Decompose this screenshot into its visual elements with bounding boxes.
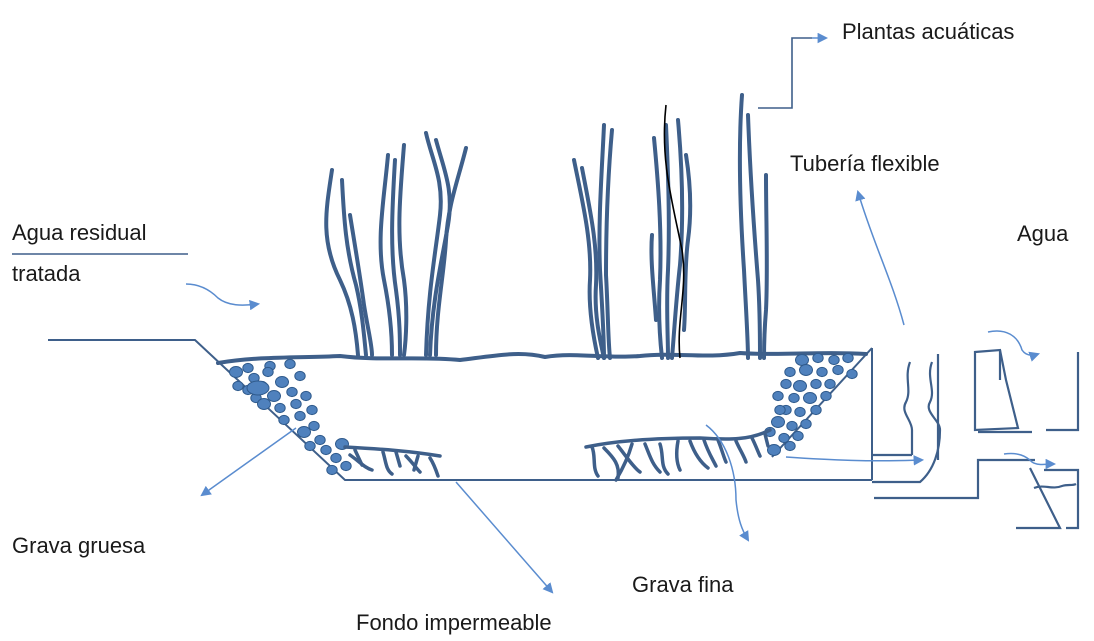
gravel-pebble xyxy=(817,367,827,376)
gravel-pebble xyxy=(829,355,839,364)
gravel-pebble xyxy=(785,367,795,376)
gravel-pebble xyxy=(785,441,795,450)
gravel-pebble xyxy=(307,405,317,414)
gravel-pebble xyxy=(833,365,843,374)
gravel-pebble xyxy=(793,431,803,440)
water-surface-line xyxy=(218,353,866,363)
gravel-pebble xyxy=(775,405,785,414)
gravel-pebble xyxy=(276,377,289,388)
arrow-tuberia xyxy=(858,192,904,325)
gravel-pebble xyxy=(295,411,305,420)
label-grava-fina: Grava fina xyxy=(632,574,734,596)
roots-left xyxy=(345,447,440,476)
gravel-pebble xyxy=(321,445,331,454)
gravel-pebble xyxy=(301,391,311,400)
gravel-pebble xyxy=(243,363,253,372)
gravel-pebble xyxy=(327,465,337,474)
coarse-gravel-left xyxy=(230,359,352,474)
gravel-pebble xyxy=(804,393,817,404)
gravel-pebble xyxy=(230,367,243,378)
gravel-pebble xyxy=(291,399,301,408)
gravel-pebble xyxy=(341,461,351,470)
gravel-pebble xyxy=(779,433,789,442)
arrow-flow-out xyxy=(786,457,922,461)
gravel-pebble xyxy=(772,417,785,428)
outlet-structure xyxy=(872,350,1078,528)
arrow-grava-fina xyxy=(706,425,748,540)
gravel-pebble xyxy=(309,421,319,430)
gravel-pebble xyxy=(795,407,805,416)
plant-stems xyxy=(326,95,767,358)
gravel-pebble xyxy=(287,387,297,396)
gravel-pebble xyxy=(268,391,281,402)
coarse-gravel-right xyxy=(765,353,857,455)
gravel-pebble xyxy=(263,367,273,376)
gravel-pebble xyxy=(787,421,797,430)
gravel-pebble xyxy=(295,371,305,380)
label-tuberia-flexible: Tubería flexible xyxy=(790,153,940,175)
gravel-pebble xyxy=(801,419,811,428)
gravel-pebble xyxy=(305,441,315,450)
gravel-pebble xyxy=(298,427,311,438)
gravel-pebble xyxy=(794,381,807,392)
gravel-pebble xyxy=(825,379,835,388)
gravel-pebble xyxy=(275,403,285,412)
roots-right xyxy=(586,430,770,480)
gravel-pebble xyxy=(773,391,783,400)
gravel-pebble xyxy=(331,453,341,462)
gravel-pebble xyxy=(247,381,269,395)
arrow-agua-residual xyxy=(186,284,258,305)
gravel-pebble xyxy=(315,435,325,444)
gravel-pebble xyxy=(258,399,271,410)
label-fondo-impermeable: Fondo impermeable xyxy=(356,612,552,634)
gravel-pebble xyxy=(811,405,821,414)
arrow-agua-top xyxy=(988,331,1038,355)
gravel-pebble xyxy=(811,379,821,388)
label-tratada: tratada xyxy=(12,263,81,285)
gravel-pebble xyxy=(800,365,813,376)
arrow-grava-gruesa xyxy=(202,428,296,495)
gravel-pebble xyxy=(285,359,295,368)
label-agua: Agua xyxy=(1017,223,1068,245)
label-grava-gruesa: Grava gruesa xyxy=(12,535,145,557)
gravel-pebble xyxy=(233,381,243,390)
gravel-pebble xyxy=(821,391,831,400)
label-agua-residual: Agua residual xyxy=(12,222,147,244)
label-plantas-acuaticas: Plantas acuáticas xyxy=(842,21,1014,43)
arrows xyxy=(186,38,1054,592)
gravel-pebble xyxy=(789,393,799,402)
arrow-fondo xyxy=(456,482,552,592)
gravel-pebble xyxy=(843,353,853,362)
gravel-pebble xyxy=(847,369,857,378)
gravel-pebble xyxy=(796,355,809,366)
gravel-pebble xyxy=(279,415,289,424)
gravel-pebble xyxy=(781,379,791,388)
gravel-pebble xyxy=(813,353,823,362)
